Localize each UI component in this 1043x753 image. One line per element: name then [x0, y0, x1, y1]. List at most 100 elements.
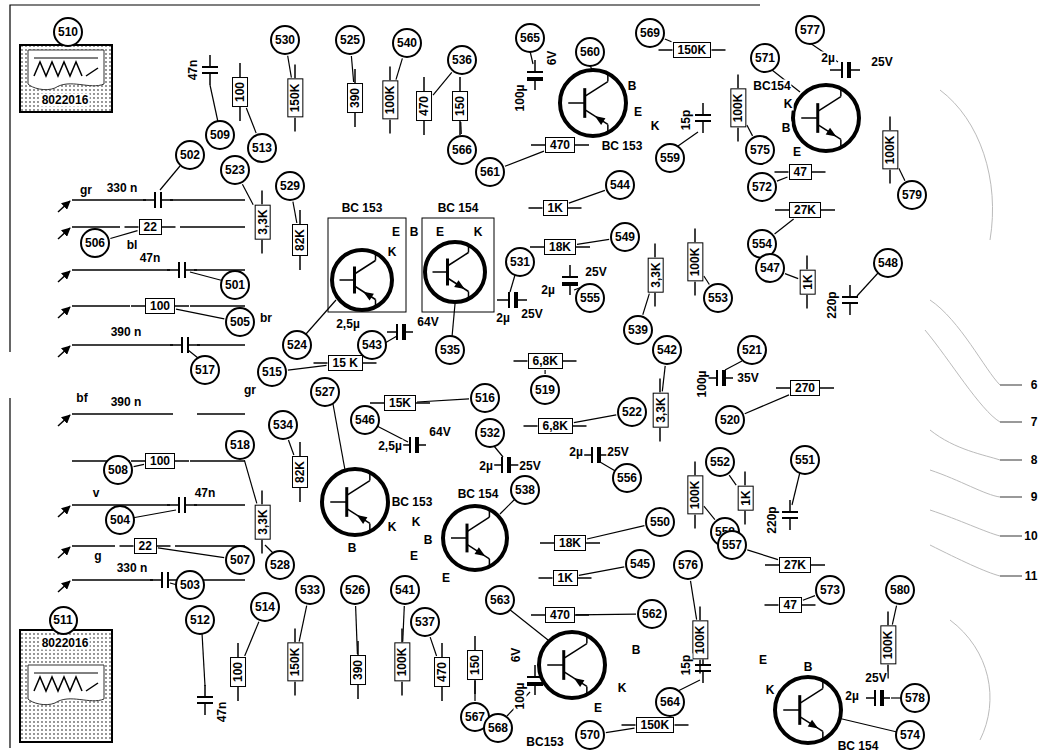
wire	[889, 170, 891, 184]
pcb-label: K	[473, 226, 484, 239]
leader-line	[245, 622, 259, 656]
pcb-label: B	[423, 534, 434, 547]
wire	[131, 460, 145, 462]
wire	[585, 110, 608, 125]
callout-number: 548	[873, 248, 903, 278]
wire	[723, 377, 733, 379]
resistor-symbol: 3,3K	[652, 392, 668, 427]
wire	[120, 545, 134, 547]
callout-number: 580	[885, 575, 915, 605]
resistor-symbol: 100K	[882, 131, 898, 170]
pcb-label: E	[409, 550, 419, 563]
coil-winding	[34, 677, 82, 691]
pcb-label: 47n	[216, 701, 229, 724]
wire	[694, 462, 696, 476]
callout-number: 572	[747, 172, 777, 202]
callout-number: 532	[475, 418, 505, 448]
callout-number: 527	[315, 385, 335, 399]
callout-number: 525	[335, 25, 365, 55]
callout-number: 578	[905, 691, 925, 705]
leader-line	[729, 475, 736, 485]
callout-number: 503	[175, 570, 205, 600]
callout-number: 564	[660, 695, 680, 709]
wire	[474, 636, 476, 650]
pcb-label: B	[803, 661, 814, 674]
callout-number: 525	[340, 33, 360, 47]
callout-number: 559	[655, 143, 685, 173]
wire	[180, 226, 245, 228]
wire	[423, 121, 425, 135]
wire	[72, 344, 173, 346]
wire	[175, 460, 189, 462]
pcb-label: g	[93, 550, 102, 563]
resistor-symbol: 100K	[730, 89, 746, 128]
pcb-label: BC 153	[391, 496, 434, 509]
callout-number: 553	[708, 291, 728, 305]
callout-number: 546	[350, 405, 380, 435]
callout-number: 572	[752, 180, 772, 194]
resistor-value: 47	[794, 165, 807, 179]
resistor-symbol: 22	[134, 538, 157, 554]
resistor-symbol: 100	[145, 298, 175, 314]
callout-number: 531	[505, 247, 535, 277]
callout-number: 562	[637, 599, 667, 629]
resistor-value: 3,3K	[653, 397, 667, 422]
leader-line	[474, 681, 475, 701]
callout-number: 556	[612, 463, 642, 493]
callout-number: 528	[265, 550, 295, 580]
resistor-symbol: 22	[139, 219, 162, 235]
wire	[34, 58, 98, 59]
callout-number: 562	[642, 607, 662, 621]
callout-number: 573	[815, 575, 845, 605]
resistor-symbol: 1K	[799, 269, 815, 294]
callout-number: 516	[475, 391, 495, 405]
copper-trace	[930, 300, 1000, 385]
leader-line	[417, 399, 469, 402]
pcb-label: 220p	[826, 290, 839, 319]
wire	[423, 77, 425, 91]
wire	[299, 210, 301, 224]
transistor-symbol	[443, 506, 507, 570]
callout-number: 539	[628, 323, 648, 337]
callout-number: 568	[488, 721, 508, 735]
wire	[818, 125, 841, 140]
resistor-value: 3,3K	[648, 262, 662, 287]
resistor-value: 100K	[881, 631, 895, 660]
callout-number: 549	[615, 230, 635, 244]
callout-number: 560	[575, 37, 605, 67]
callout-number: 511	[49, 606, 78, 635]
wire	[1000, 575, 1022, 576]
emitter-arrow	[826, 128, 837, 137]
callout-number: 569	[635, 18, 665, 48]
callout-number: 529	[275, 171, 305, 201]
callout-number: 550	[650, 515, 670, 529]
wire	[459, 77, 461, 91]
resistor-value: 100	[231, 662, 245, 682]
callout-number: 504	[110, 513, 130, 527]
leader-line	[176, 309, 224, 319]
resistor-symbol: 47	[789, 164, 812, 180]
wire	[707, 377, 717, 379]
wire	[654, 293, 656, 307]
input-arrow	[58, 547, 70, 558]
resistor-symbol: 100K	[687, 243, 703, 282]
wire	[340, 279, 355, 281]
input-arrow	[58, 228, 70, 239]
pcb-label: 8022016	[41, 94, 90, 107]
callout-number: 543	[362, 338, 382, 352]
wire	[489, 559, 491, 568]
resistor-value: 100K	[688, 481, 702, 510]
wire	[659, 49, 673, 51]
callout-number: 537	[415, 615, 435, 629]
pcb-label: 6V	[546, 50, 559, 67]
wire	[448, 278, 469, 292]
wire	[840, 139, 842, 148]
pcb-label: 11	[1024, 570, 1039, 583]
resistor-value: 100K	[883, 136, 897, 165]
pcb-label: 2µ	[568, 446, 584, 459]
resistor-symbol: 82K	[292, 456, 308, 488]
callout-number: 524	[287, 338, 307, 352]
wire	[190, 272, 224, 281]
leader-line	[606, 728, 635, 732]
